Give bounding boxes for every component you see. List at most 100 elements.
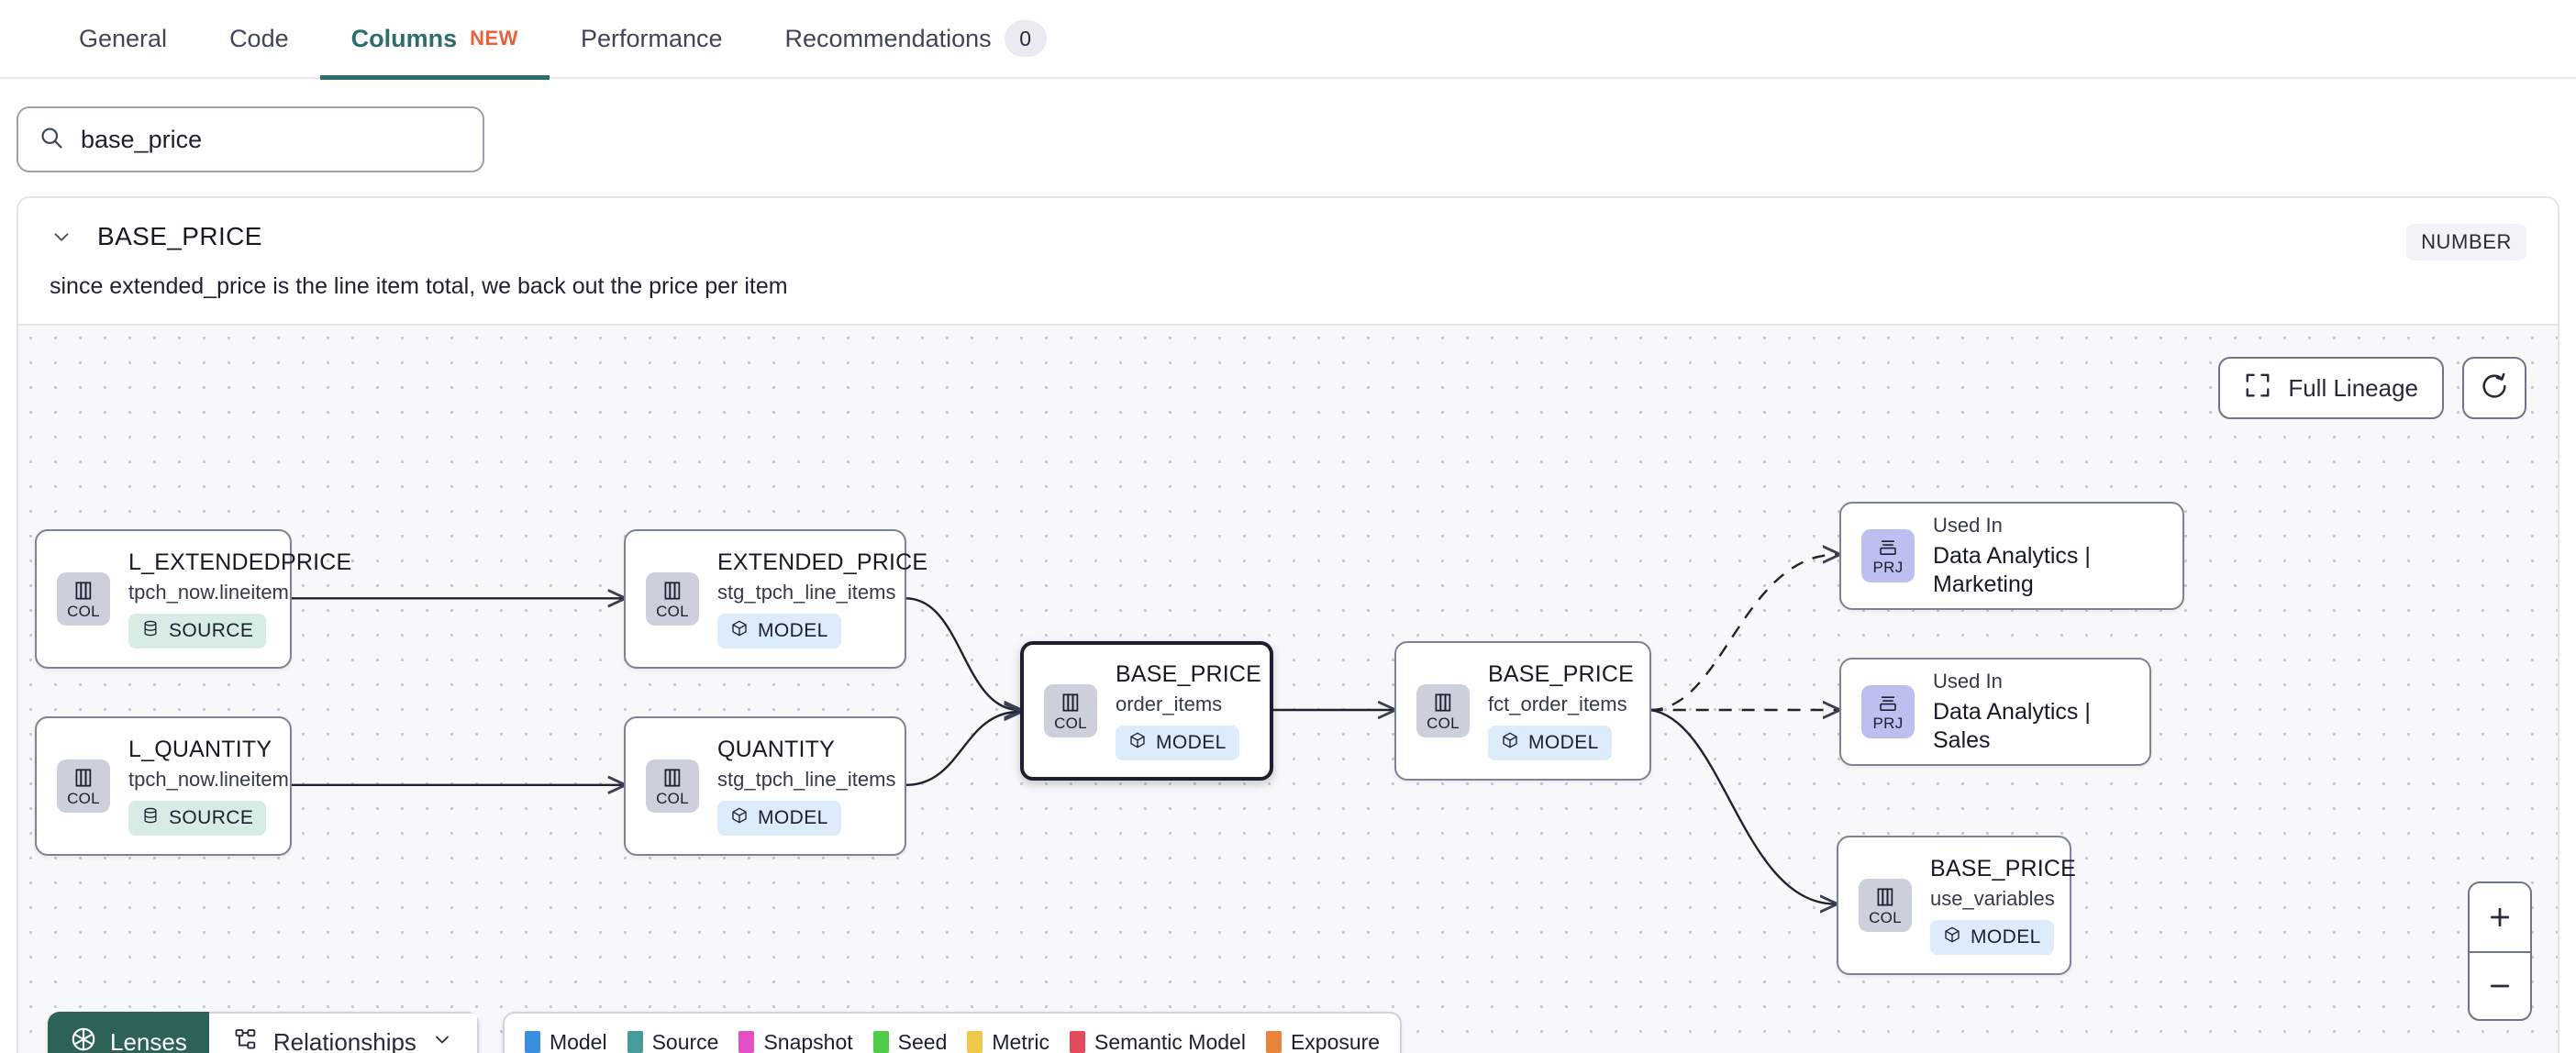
node-tag-label: MODEL — [1156, 731, 1227, 753]
zoom-controls — [2468, 881, 2532, 1021]
canvas-bottom-bar: Lenses Relationships — [48, 1012, 1403, 1053]
legend-item: Snapshot — [738, 1029, 853, 1053]
lineage-node[interactable]: COL BASE_PRICE use_variables MODEL — [1837, 836, 2076, 975]
hierarchy-icon — [233, 1026, 259, 1053]
used-in-value: Data Analytics | Sales — [1933, 699, 2091, 754]
node-title: BASE_PRICE — [1488, 661, 1635, 688]
lineage-node-project[interactable]: PRJ Used In Data Analytics | Sales — [1839, 658, 2151, 766]
col-icon-label: COL — [656, 603, 689, 620]
legend-swatch — [524, 1031, 540, 1053]
legend-item: Metric — [967, 1030, 1049, 1053]
lineage-node-project[interactable]: PRJ Used In Data Analytics | Marketing — [1839, 502, 2184, 610]
node-type-tag: MODEL — [717, 800, 841, 836]
col-icon-label: COL — [1427, 715, 1460, 732]
node-type-tag: MODEL — [1930, 919, 2054, 955]
legend-label: Seed — [897, 1029, 948, 1053]
lenses-button[interactable]: Lenses — [48, 1012, 209, 1053]
node-title: EXTENDED_PRICE — [717, 549, 928, 576]
legend-swatch — [738, 1031, 755, 1053]
col-icon-label: COL — [67, 603, 100, 620]
search-input[interactable] — [81, 125, 462, 154]
lenses-label: Lenses — [110, 1027, 187, 1053]
lineage-canvas[interactable]: Full Lineage COL L_EXTENDEDPRICE tpc — [18, 324, 2558, 1053]
lineage-node-selected[interactable]: COL BASE_PRICE order_items MODEL — [1020, 641, 1273, 781]
node-subtitle: tpch_now.lineitem — [128, 768, 289, 792]
lineage-edges — [289, 326, 2558, 1053]
legend-swatch — [627, 1031, 643, 1053]
node-subtitle: tpch_now.lineitem — [128, 581, 289, 604]
node-tag-label: MODEL — [758, 806, 828, 828]
lineage-node[interactable]: COL L_EXTENDEDPRICE tpch_now.lineitem SO… — [35, 529, 351, 669]
legend-label: Exposure — [1290, 1029, 1381, 1053]
search-area — [0, 79, 2576, 172]
node-tag-label: MODEL — [758, 619, 828, 641]
column-header: BASE_PRICE NUMBER — [18, 198, 2558, 260]
node-type-tag: MODEL — [1488, 725, 1612, 760]
col-icon: COL — [1859, 879, 1912, 932]
col-icon: COL — [1416, 684, 1470, 737]
full-lineage-button[interactable]: Full Lineage — [2218, 357, 2444, 419]
legend-item: Source — [627, 1029, 719, 1053]
node-title: L_EXTENDEDPRICE — [128, 549, 352, 576]
chevron-down-icon[interactable] — [50, 225, 73, 249]
column-type-badge: NUMBER — [2406, 224, 2526, 260]
node-title: BASE_PRICE — [1930, 856, 2077, 882]
tab-performance[interactable]: Performance — [550, 0, 754, 78]
aperture-icon — [70, 1025, 97, 1053]
node-subtitle: stg_tpch_line_items — [717, 581, 896, 604]
project-icon: PRJ — [1861, 685, 1915, 738]
node-title: L_QUANTITY — [128, 737, 272, 763]
tab-general[interactable]: General — [48, 0, 198, 78]
node-type-legend: Model Source Snapshot Seed Metric — [502, 1012, 1403, 1053]
zoom-in-button[interactable] — [2470, 883, 2530, 951]
legend-swatch — [872, 1031, 889, 1053]
legend-label: Snapshot — [763, 1029, 853, 1053]
node-title: QUANTITY — [717, 737, 835, 763]
node-tag-label: MODEL — [1528, 731, 1599, 753]
project-icon: PRJ — [1861, 529, 1915, 582]
expand-icon — [2244, 371, 2271, 405]
col-icon: COL — [57, 572, 110, 626]
node-subtitle: order_items — [1116, 693, 1223, 716]
col-icon: COL — [57, 759, 110, 813]
col-icon: COL — [646, 759, 699, 813]
used-in-value: Data Analytics | Marketing — [1933, 543, 2091, 598]
refresh-button[interactable] — [2462, 357, 2526, 419]
tab-label: Code — [229, 24, 289, 52]
search-icon — [39, 125, 64, 155]
chevron-down-icon — [431, 1028, 453, 1053]
database-icon — [141, 806, 160, 830]
legend-label: Source — [651, 1029, 719, 1053]
tab-code[interactable]: Code — [198, 0, 320, 78]
lineage-node[interactable]: COL L_QUANTITY tpch_now.lineitem SOURCE — [35, 716, 292, 856]
node-tag-label: SOURCE — [169, 619, 254, 641]
legend-swatch — [1265, 1031, 1282, 1053]
node-type-tag: MODEL — [717, 613, 841, 648]
page-title: BASE_PRICE — [97, 222, 262, 250]
zoom-out-button[interactable] — [2470, 951, 2530, 1019]
legend-swatch — [967, 1031, 983, 1053]
search-box[interactable] — [17, 106, 484, 172]
col-icon: COL — [1044, 684, 1097, 737]
tab-new-badge: NEW — [470, 27, 518, 50]
legend-label: Metric — [992, 1029, 1050, 1053]
refresh-icon — [2480, 371, 2509, 405]
cube-icon — [1128, 731, 1147, 755]
tab-recommendations[interactable]: Recommendations 0 — [754, 0, 1078, 78]
lineage-node[interactable]: COL EXTENDED_PRICE stg_tpch_line_items M… — [624, 529, 927, 669]
legend-label: Model — [549, 1029, 607, 1053]
node-tag-label: SOURCE — [169, 806, 254, 828]
legend-item: Semantic Model — [1070, 1030, 1246, 1053]
legend-item: Seed — [872, 1029, 948, 1053]
relationships-button[interactable]: Relationships — [208, 1012, 479, 1053]
col-icon-label: COL — [656, 790, 689, 807]
tab-columns[interactable]: Columns NEW — [319, 0, 550, 80]
col-icon: COL — [646, 572, 699, 626]
full-lineage-label: Full Lineage — [2288, 373, 2418, 402]
col-icon-label: COL — [67, 790, 100, 807]
recommendations-count-badge: 0 — [1004, 20, 1047, 57]
lineage-node[interactable]: COL BASE_PRICE fct_order_items MODEL — [1394, 641, 1651, 781]
lineage-node[interactable]: COL QUANTITY stg_tpch_line_items MODEL — [624, 716, 906, 856]
relationships-label: Relationships — [272, 1027, 416, 1053]
canvas-top-controls: Full Lineage — [2218, 357, 2526, 419]
